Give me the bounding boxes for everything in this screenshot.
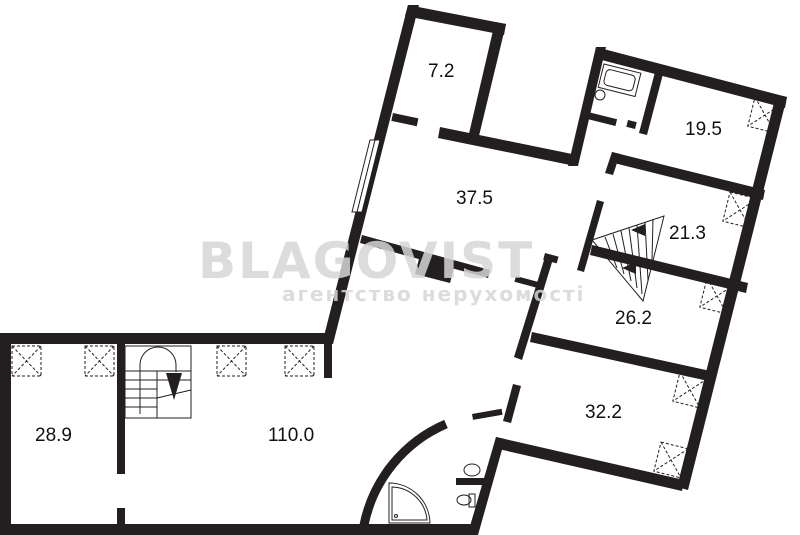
staircase-icon bbox=[124, 345, 192, 419]
watermark-brand: BLAGOVIST bbox=[198, 232, 535, 290]
room-area-bedroom-1: 19.5 bbox=[685, 119, 722, 140]
skylight-markers bbox=[11, 96, 783, 479]
curved-wall bbox=[359, 419, 448, 526]
toilet-icon bbox=[456, 493, 476, 508]
skylight-icon bbox=[84, 345, 115, 377]
skylight-icon bbox=[722, 191, 758, 229]
skylight-icon bbox=[216, 345, 247, 377]
room-area-bedroom-4: 32.2 bbox=[585, 402, 622, 423]
room-area-bedroom-3: 26.2 bbox=[615, 308, 652, 329]
room-area-living: 110.0 bbox=[268, 425, 315, 446]
room-area-hall: 37.5 bbox=[456, 188, 493, 209]
staircase-icon bbox=[591, 215, 665, 303]
skylight-icon bbox=[653, 441, 689, 479]
skylight-icon bbox=[284, 345, 315, 377]
room-area-storage: 7.2 bbox=[428, 61, 455, 82]
bathtub-icon bbox=[594, 63, 642, 101]
sink-icon bbox=[463, 463, 481, 477]
watermark-tagline: агентство нерухомості bbox=[282, 282, 586, 306]
room-area-bedroom-2: 21.3 bbox=[669, 223, 706, 244]
skylight-icon bbox=[747, 96, 783, 134]
skylight-icon bbox=[11, 345, 42, 377]
shower-icon bbox=[388, 482, 431, 524]
skylight-icon bbox=[672, 371, 708, 409]
room-area-room-left: 28.9 bbox=[35, 425, 72, 446]
skylight-icon bbox=[699, 277, 735, 315]
